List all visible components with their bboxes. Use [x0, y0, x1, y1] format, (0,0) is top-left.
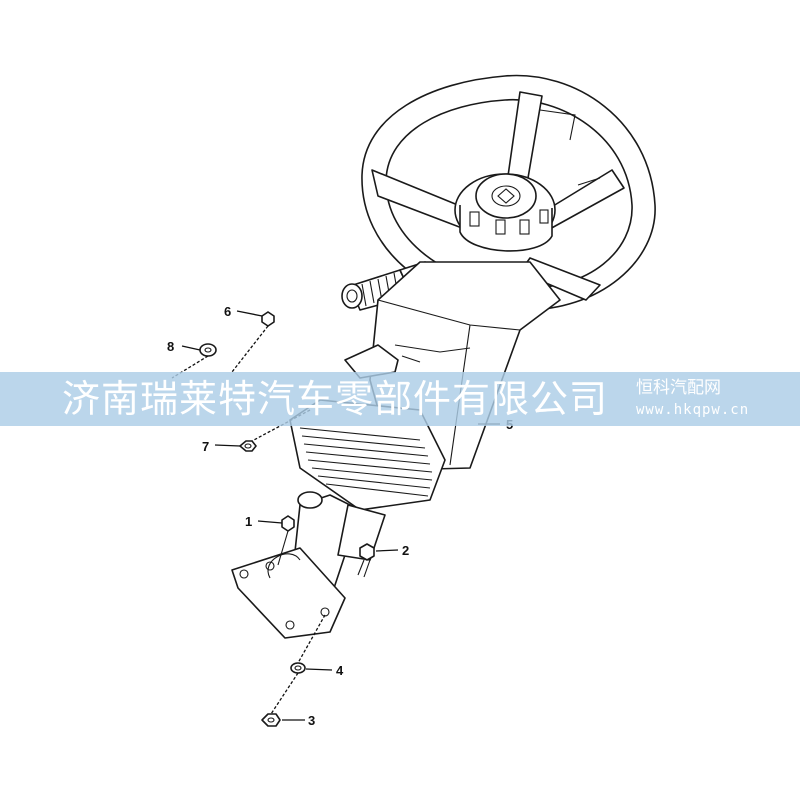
washer-8 — [199, 343, 217, 357]
callout-7: 7 — [202, 439, 209, 454]
fasteners — [199, 311, 375, 727]
steering-wheel — [361, 74, 656, 311]
mounting-bracket — [231, 491, 386, 639]
bolt-1 — [277, 515, 295, 566]
nut-7 — [239, 440, 257, 452]
ribbed-housing — [289, 399, 446, 511]
bolt-6 — [261, 311, 275, 327]
watermark-banner: 济南瑞莱特汽车零部件有限公司 恒科汽配网 www.hkqpw.cn — [0, 372, 800, 426]
callout-3: 3 — [308, 713, 315, 728]
callout-2: 2 — [402, 543, 409, 558]
callout-1: 1 — [245, 514, 252, 529]
bolt-2 — [357, 543, 375, 578]
watermark-company-name: 济南瑞莱特汽车零部件有限公司 — [62, 377, 609, 421]
nut-3 — [261, 713, 281, 727]
washer-4 — [290, 662, 306, 674]
callout-6: 6 — [224, 304, 231, 319]
callout-8: 8 — [167, 339, 174, 354]
watermark-site-name: 恒科汽配网 — [636, 378, 721, 398]
watermark-site-url: www.hkqpw.cn — [636, 402, 750, 418]
callout-4: 4 — [336, 663, 344, 678]
